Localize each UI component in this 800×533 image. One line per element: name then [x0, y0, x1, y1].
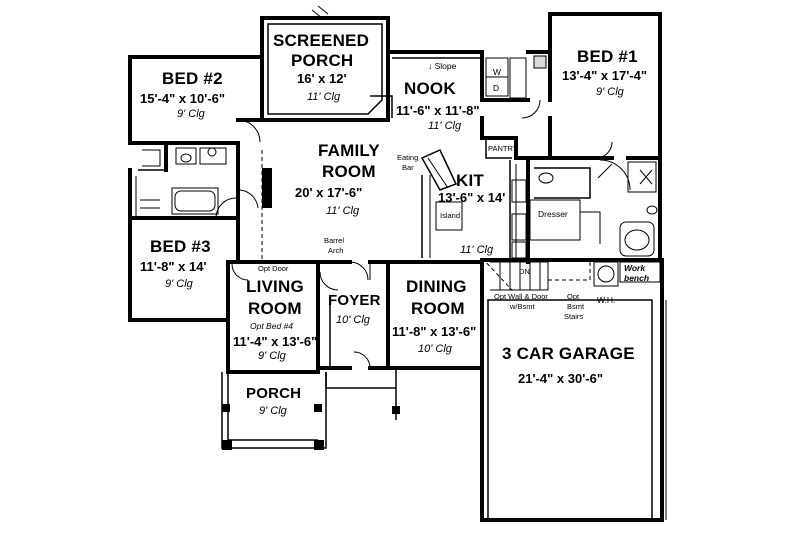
fireplace: [262, 168, 272, 208]
garage-size: 21'-4" x 30'-6": [518, 371, 604, 386]
island-label: Island: [440, 211, 461, 220]
kitchen-name: KIT: [456, 171, 484, 190]
foyer-walls: [316, 260, 390, 370]
kitchen-walls: [420, 116, 530, 262]
opt-bsmt-stairs-line2: Bsmt: [567, 302, 585, 311]
garage-dn: DN: [519, 267, 530, 276]
kitchen-ceiling: 11' Clg: [460, 244, 494, 256]
dining-room-name-line1: DINING: [406, 277, 467, 296]
front-porch: [221, 368, 400, 450]
bed1-ceiling: 9' Clg: [596, 86, 624, 98]
porch-ceiling: 9' Clg: [259, 405, 287, 417]
opt-wall-door-line2: w/Bsmt: [510, 302, 535, 311]
opt-bsmt-stairs-line3: Stairs: [564, 312, 584, 321]
eating-bar-line2: Bar: [402, 163, 414, 172]
hall: [236, 118, 264, 264]
bed2-walls: [128, 55, 264, 172]
bed1-name: BED #1: [577, 47, 638, 66]
screened-porch-ceiling: 11' Clg: [307, 91, 341, 103]
bed3-ceiling: 9' Clg: [165, 278, 193, 290]
screened-porch-size: 16' x 12': [297, 71, 347, 86]
nook-walls: [386, 50, 552, 119]
washer-label: W: [493, 67, 502, 77]
nook-size: 11'-6" x 11'-8": [396, 103, 480, 118]
screened-porch-name-line1: SCREENED: [273, 31, 370, 50]
bed2-name: BED #2: [162, 69, 223, 88]
workbench-line1: Work: [624, 263, 646, 273]
family-room-size: 20' x 17'-6": [295, 185, 363, 200]
barrel-arch-line1: Barrel: [324, 236, 345, 245]
bed3-size: 11'-8" x 14': [140, 259, 207, 274]
garage-walls: [480, 258, 667, 522]
living-room-walls: [226, 260, 339, 374]
bed3-name: BED #3: [150, 237, 211, 256]
workbench-line2: bench: [624, 273, 650, 283]
opt-bsmt-stairs-line1: Opt: [567, 292, 580, 301]
nook-slope: ↓ Slope: [428, 61, 457, 71]
water-heater-label: W.H.: [597, 295, 616, 305]
eating-bar-line1: Eating: [397, 153, 419, 162]
opt-wall-door-line1: Opt Wall & Door: [494, 292, 548, 301]
pantry-label: PANTRY: [488, 144, 518, 153]
family-room-name-line2: ROOM: [322, 162, 376, 181]
nook-slope-label: Slope: [434, 61, 457, 71]
bed1-size: 13'-4" x 17'-4": [562, 68, 648, 83]
family-room-ceiling: 11' Clg: [326, 205, 360, 217]
dining-room-ceiling: 10' Clg: [418, 343, 452, 355]
barrel-arch-line2: Arch: [328, 246, 344, 255]
nook-name: NOOK: [404, 79, 456, 98]
kitchen-size: 13'-6" x 14': [438, 190, 506, 205]
porch-name: PORCH: [246, 385, 302, 402]
living-opt-door: Opt Door: [258, 264, 289, 273]
dining-room-name-line2: ROOM: [411, 299, 465, 318]
bed2-size: 15'-4" x 10'-6": [140, 91, 226, 106]
screened-porch-name-line2: PORCH: [291, 51, 354, 70]
dining-room-size: 11'-8" x 13'-6": [392, 324, 477, 339]
living-room-alt: Opt Bed #4: [250, 321, 294, 331]
foyer-name: FOYER: [328, 292, 381, 309]
dining-walls: [386, 257, 513, 370]
bed2-ceiling: 9' Clg: [177, 108, 205, 120]
garage-name: 3 CAR GARAGE: [502, 344, 635, 363]
foyer-ceiling: 10' Clg: [336, 314, 370, 326]
living-room-name-line1: LIVING: [246, 277, 304, 296]
hall-bath: [164, 141, 240, 220]
pantry: [485, 140, 512, 159]
living-room-name-line2: ROOM: [248, 299, 302, 318]
living-room-size: 11'-4" x 13'-6": [233, 334, 318, 349]
dresser-label: Dresser: [538, 209, 568, 219]
living-room-ceiling: 9' Clg: [258, 350, 286, 362]
dryer-label: D: [493, 83, 500, 93]
family-room-name-line1: FAMILY: [318, 141, 380, 160]
master-bath: [526, 156, 658, 264]
nook-ceiling: 11' Clg: [428, 120, 462, 132]
